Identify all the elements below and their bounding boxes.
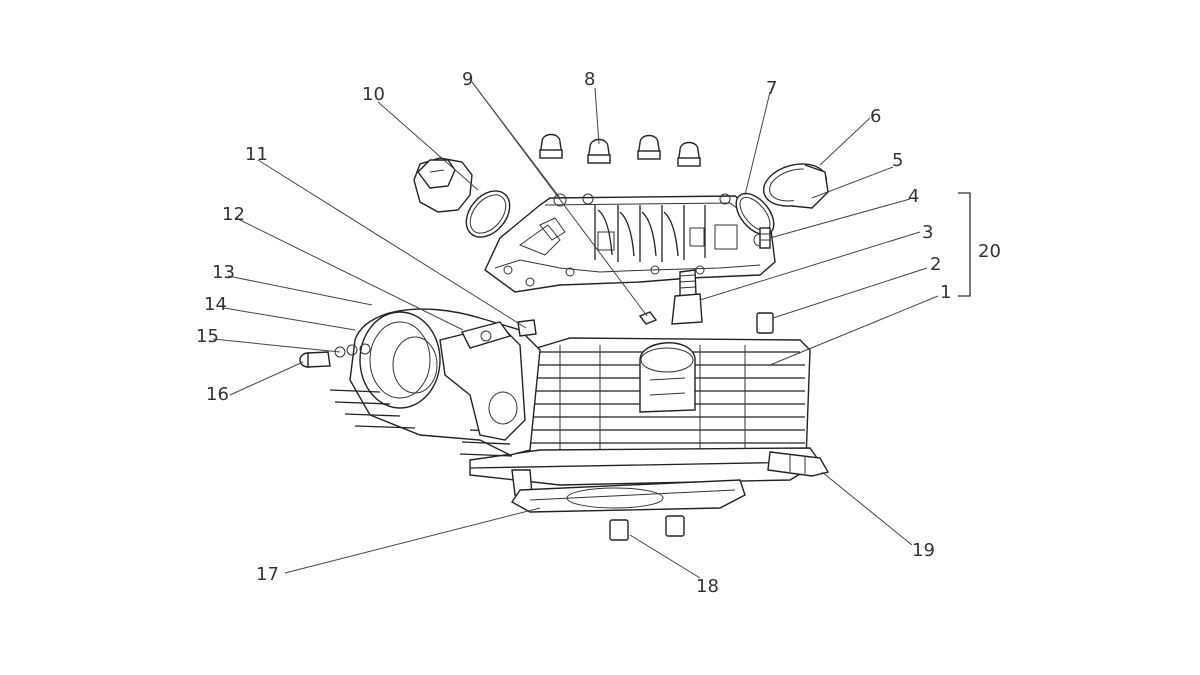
callout-16: 16 [206,384,229,405]
callout-10: 10 [362,84,385,105]
assembly-brace [958,192,971,297]
callout-19: 19 [912,540,935,561]
callout-8: 8 [584,69,595,90]
part-4-bolt [759,227,771,249]
callout-4: 4 [908,186,919,207]
part-11-bolt [517,319,537,337]
part-3-spark-plug [671,269,703,325]
callout-18: 18 [696,576,719,597]
part-10-tappet-cap [413,157,473,213]
callout-17: 17 [256,564,279,585]
callout-15: 15 [196,326,219,347]
leader-lines [212,81,939,579]
small-nut [638,311,658,325]
cylinder-base [469,447,822,496]
part-18-dowel-pins [609,515,685,541]
part-16-bolt [299,351,331,368]
callout-11: 11 [245,144,268,165]
part-8-cap-nuts [539,133,701,167]
callout-6: 6 [870,106,881,127]
callout-14: 14 [204,294,227,315]
part-2-dowel-pin [756,312,774,334]
callout-20: 20 [978,241,1001,262]
callout-12: 12 [222,204,245,225]
part-19-fitting [767,451,830,477]
part-6-tappet-cap-right [762,163,829,209]
callout-13: 13 [212,262,235,283]
callout-7: 7 [766,78,777,99]
callout-2: 2 [930,254,941,275]
cylinder-head-cover [484,193,776,293]
callout-1: 1 [940,282,951,303]
callout-9: 9 [462,69,473,90]
part-9-o-ring-left [465,190,511,238]
part-15-washers [334,343,371,358]
callout-5: 5 [892,150,903,171]
rocker-housing [329,308,541,457]
cylinder-head [511,337,811,476]
callout-3: 3 [922,222,933,243]
part-17-head-gasket [510,479,746,513]
